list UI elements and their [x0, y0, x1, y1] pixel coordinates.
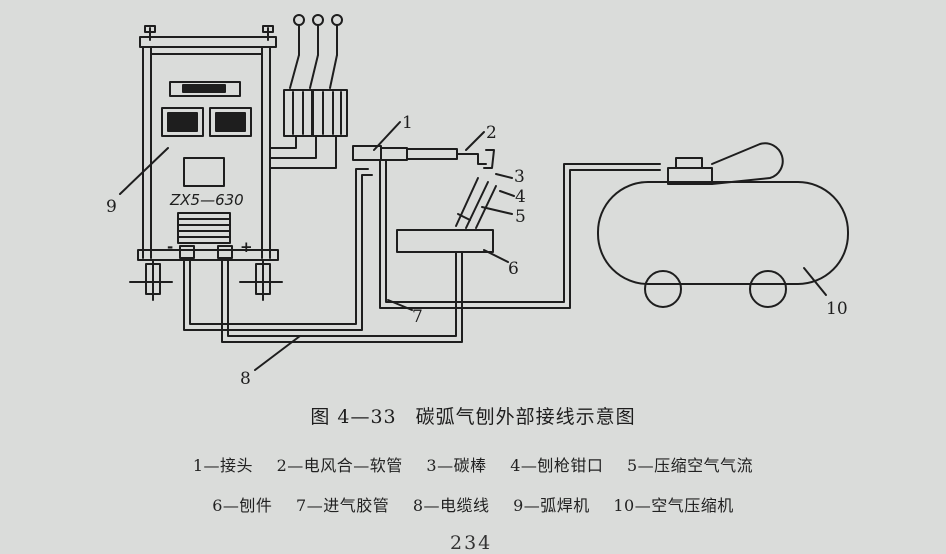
page-number: 234 — [450, 532, 493, 554]
legend-item: 7—进气胶管 — [296, 496, 390, 515]
label-10: 10 — [826, 299, 848, 319]
air-compressor — [597, 142, 849, 308]
legend-item: 3—碳棒 — [426, 456, 487, 475]
figure-title: 碳弧气刨外部接线示意图 — [415, 406, 636, 428]
legend-item: 5—压缩空气气流 — [626, 456, 754, 475]
label-8: 8 — [240, 369, 251, 389]
arc-welder — [119, 25, 283, 301]
legend-item: 8—电缆线 — [412, 496, 490, 515]
legend-item: 1—接头 — [192, 456, 254, 475]
legend-row-2: 6—刨件 7—进气胶管 8—电缆线 9—弧焊机 10—空气压缩机 — [0, 492, 946, 516]
polarity-plus: + — [240, 238, 253, 256]
workpiece — [396, 229, 509, 263]
label-6: 6 — [508, 259, 519, 279]
machine-model-label: ZX5—630 — [169, 191, 244, 209]
figure-caption: 图 4—33 碳弧气刨外部接线示意图 — [0, 402, 946, 429]
legend-item: 4—刨枪钳口 — [510, 456, 604, 475]
legend-item: 9—弧焊机 — [513, 496, 590, 515]
polarity-minus: - — [167, 238, 173, 256]
gouging-torch — [352, 121, 661, 309]
figure-number: 图 4—33 — [310, 406, 397, 428]
legend-item: 10—空气压缩机 — [613, 496, 734, 515]
diagram-labels: 1 2 3 4 5 6 7 8 9 10 ZX5—630 - + — [106, 113, 848, 389]
power-input-leads — [269, 14, 348, 169]
legend-item: 6—刨件 — [212, 496, 273, 515]
power-cables — [183, 168, 463, 371]
label-4: 4 — [515, 187, 526, 207]
label-5: 5 — [515, 207, 526, 227]
label-2: 2 — [486, 123, 497, 143]
legend-item: 2—电风合—软管 — [276, 456, 403, 475]
label-9: 9 — [106, 197, 117, 217]
label-1: 1 — [402, 113, 413, 133]
label-7: 7 — [412, 307, 423, 327]
label-3: 3 — [514, 167, 525, 187]
legend-row-1: 1—接头 2—电风合—软管 3—碳棒 4—刨枪钳口 5—压缩空气气流 — [0, 452, 946, 476]
